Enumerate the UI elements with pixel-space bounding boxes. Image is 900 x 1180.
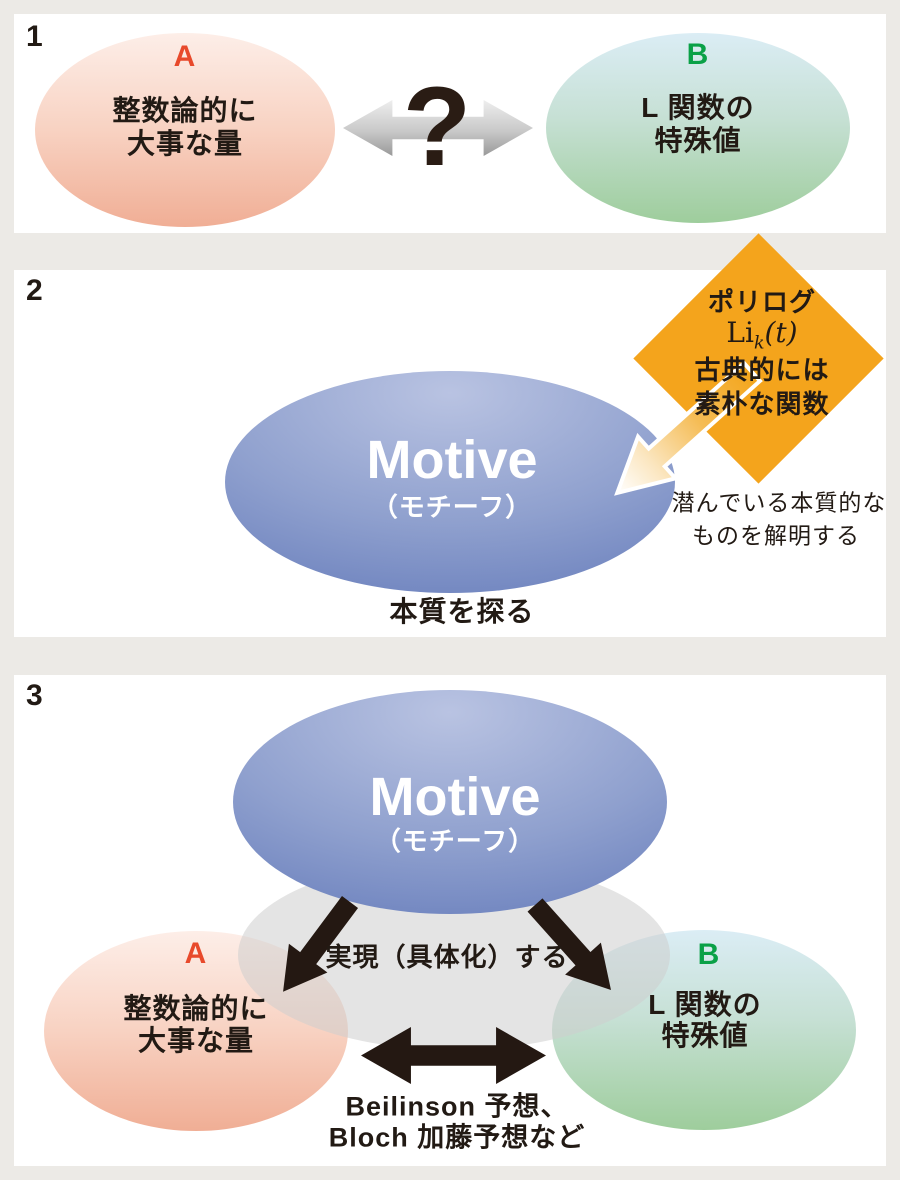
panel-3-number: 3 bbox=[26, 679, 43, 712]
ellipse-a-line: 大事な量 bbox=[137, 1025, 255, 1056]
ellipse-a-line: 整数論的に bbox=[112, 95, 258, 126]
realize-label: 実現（具体化）する bbox=[325, 942, 569, 972]
essence-caption: 本質を探る bbox=[389, 596, 535, 627]
panel-1-number: 1 bbox=[26, 20, 43, 53]
diamond-line: 素朴な関数 bbox=[694, 389, 830, 419]
ellipse-a-number-theory bbox=[35, 33, 335, 227]
ellipse-b-label: B bbox=[686, 38, 710, 71]
ellipse-a-line: 整数論的に bbox=[123, 993, 269, 1024]
diamond-line: ポリログ bbox=[707, 287, 817, 317]
motive-ellipse bbox=[225, 371, 675, 593]
question-mark: ? bbox=[402, 64, 472, 189]
ellipse-b-line: 特殊値 bbox=[654, 125, 742, 156]
motive-ellipse bbox=[233, 690, 667, 914]
motive-title: Motive bbox=[369, 767, 541, 827]
ellipse-b-l-values bbox=[546, 33, 850, 223]
motive-title: Motive bbox=[366, 430, 538, 490]
panel-2-number: 2 bbox=[26, 274, 43, 307]
conjecture-line: Bloch 加藤予想など bbox=[328, 1122, 586, 1153]
motive-subtitle: （モチーフ） bbox=[371, 492, 533, 522]
ellipse-a-label: A bbox=[173, 40, 197, 73]
conjecture-line: Beilinson 予想、 bbox=[345, 1091, 569, 1122]
ellipse-b-line: 特殊値 bbox=[661, 1020, 749, 1051]
formula-argument: (t) bbox=[764, 316, 798, 350]
polylog-formula: Lik(t) bbox=[726, 319, 797, 353]
hidden-essence-note-line: ものを解明する bbox=[692, 522, 860, 549]
formula-prefix: Li bbox=[726, 316, 754, 350]
motive-subtitle: （モチーフ） bbox=[374, 826, 536, 856]
diamond-line: 古典的には bbox=[694, 355, 830, 385]
ellipse-b-line: L 関数の bbox=[641, 92, 755, 123]
ellipse-b-label: B bbox=[697, 938, 721, 971]
hidden-essence-note-line: 潜んでいる本質的な bbox=[671, 489, 887, 516]
ellipse-b-line: L 関数の bbox=[648, 989, 762, 1020]
formula-subscript: k bbox=[753, 333, 765, 354]
ellipse-a-label: A bbox=[184, 937, 208, 970]
ellipse-a-line: 大事な量 bbox=[126, 128, 244, 159]
